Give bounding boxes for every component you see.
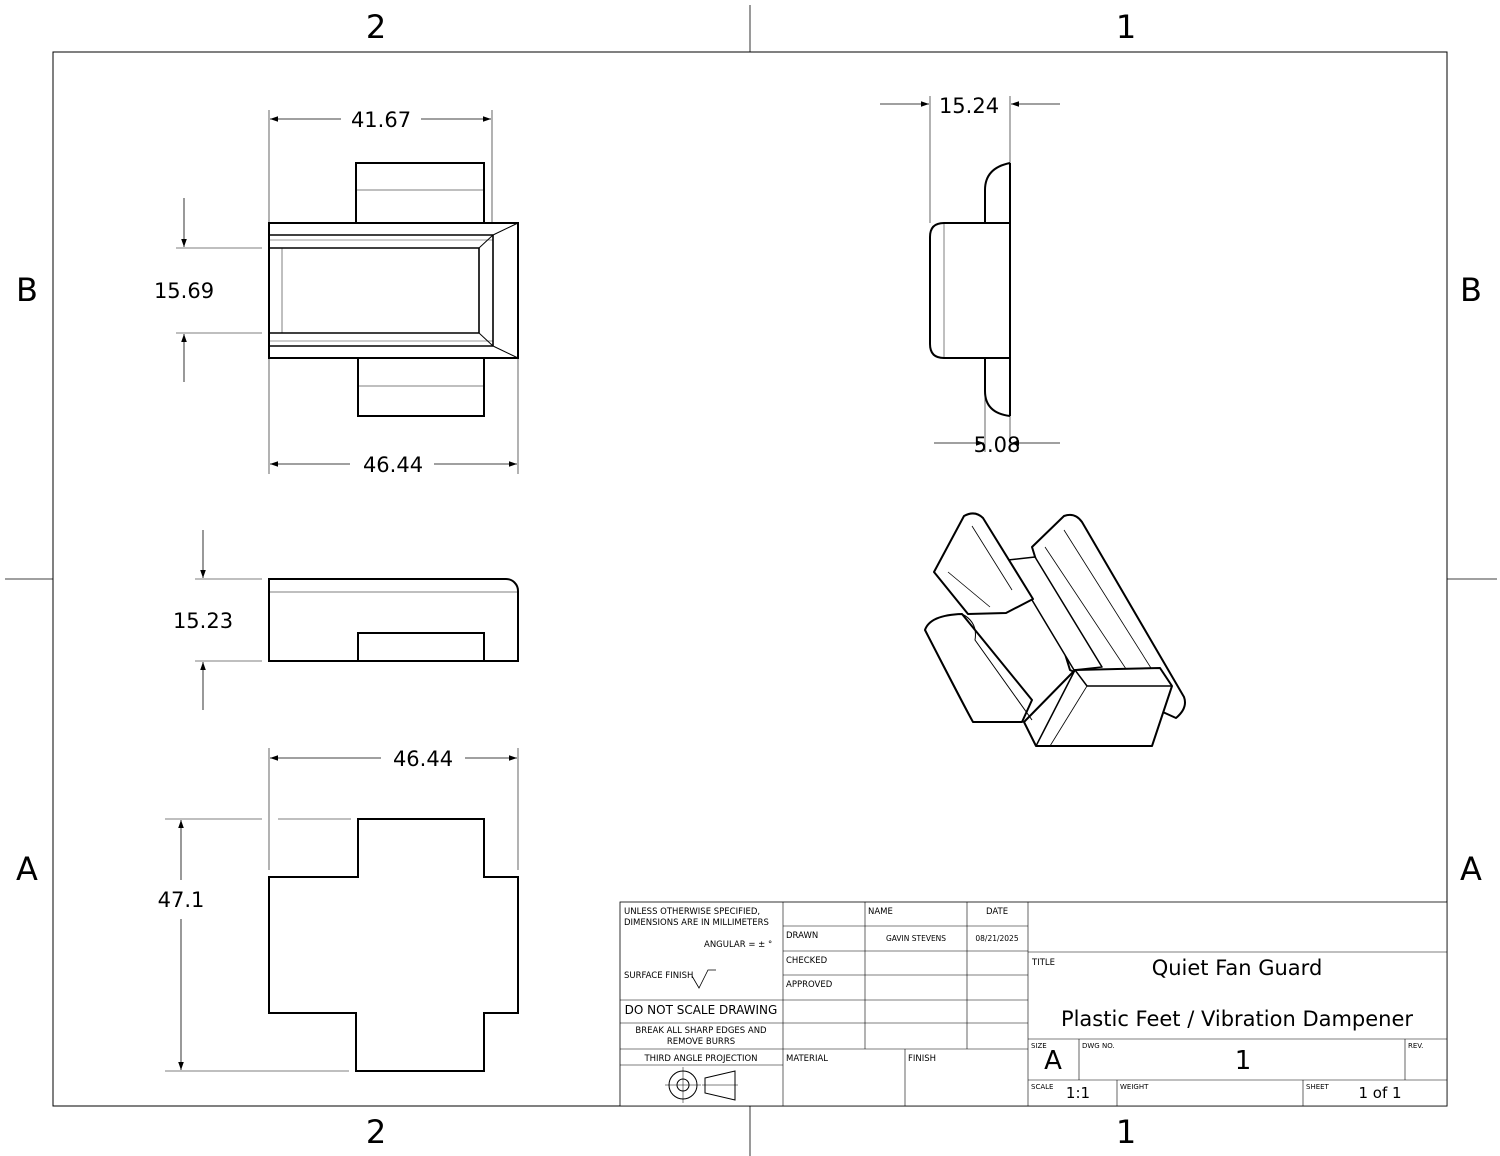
finish-label: FINISH [908, 1054, 936, 1064]
title-label: TITLE [1031, 958, 1055, 968]
note-projection: THIRD ANGLE PROJECTION [643, 1054, 757, 1064]
dim-15-69: 15.69 [154, 198, 262, 382]
header-date: DATE [986, 907, 1008, 917]
projection-symbol-icon [665, 1067, 738, 1103]
note-break-edges-2: REMOVE BURRS [667, 1037, 735, 1047]
header-name: NAME [868, 907, 893, 917]
title-block: UNLESS OTHERWISE SPECIFIED, DIMENSIONS A… [619, 901, 1448, 1107]
dim-label-5-08: 5.08 [974, 433, 1021, 457]
dim-label-15-24: 15.24 [939, 94, 999, 118]
front-view [268, 578, 519, 662]
material-label: MATERIAL [786, 1054, 828, 1064]
zone-label-top-1: 1 [1116, 8, 1136, 46]
drawn-name: GAVIN STEVENS [886, 934, 946, 943]
weight-label: WEIGHT [1120, 1083, 1149, 1091]
dim-label-15-69: 15.69 [154, 279, 214, 303]
note-angular: ANGULAR = ± ° [704, 940, 772, 950]
dim-label-47-1: 47.1 [158, 888, 205, 912]
dim-41-67: 41.67 [268, 108, 493, 223]
note-unless: UNLESS OTHERWISE SPECIFIED, [624, 907, 760, 917]
sheet-value: 1 of 1 [1358, 1084, 1401, 1102]
zone-dividers [5, 5, 1497, 1156]
title-line-1: Quiet Fan Guard [1152, 956, 1323, 980]
dim-label-41-67: 41.67 [351, 108, 411, 132]
sheet-label: SHEET [1306, 1083, 1330, 1091]
surface-finish-symbol [691, 969, 716, 989]
row-approved-label: APPROVED [786, 980, 833, 990]
dim-15-24: 15.24 [880, 94, 1060, 223]
dim-46-44-bottom: 46.44 [268, 747, 519, 870]
dim-label-46-44-top: 46.44 [363, 453, 423, 477]
dim-label-15-23: 15.23 [173, 609, 233, 633]
scale-value: 1:1 [1066, 1084, 1090, 1102]
drawn-date: 08/21/2025 [975, 934, 1018, 943]
zone-label-bottom-1: 1 [1116, 1113, 1136, 1151]
zone-label-left-b: B [16, 271, 38, 309]
zone-label-right-b: B [1460, 271, 1482, 309]
size-label: SIZE [1031, 1042, 1047, 1050]
scale-label: SCALE [1031, 1083, 1053, 1091]
dwg-no-label: DWG NO. [1082, 1042, 1115, 1050]
zone-label-right-a: A [1460, 850, 1482, 888]
zone-label-top-2: 2 [366, 8, 386, 46]
top-view [268, 162, 519, 417]
dim-label-46-44-bottom: 46.44 [393, 747, 453, 771]
row-drawn-label: DRAWN [786, 931, 818, 941]
dim-5-08: 5.08 [934, 391, 1060, 457]
note-break-edges-1: BREAK ALL SHARP EDGES AND [635, 1026, 767, 1036]
dim-46-44-top: 46.44 [268, 358, 519, 477]
size-value: A [1044, 1046, 1062, 1076]
dwg-no-value: 1 [1235, 1046, 1252, 1076]
note-dimensions: DIMENSIONS ARE IN MILLIMETERS [624, 918, 769, 928]
rev-label: REV. [1408, 1042, 1423, 1050]
side-view [929, 162, 1011, 417]
isometric-view [924, 512, 1186, 747]
note-do-not-scale: DO NOT SCALE DRAWING [625, 1003, 778, 1017]
dim-47-1: 47.1 [158, 818, 351, 1072]
title-line-2: Plastic Feet / Vibration Dampener [1061, 1007, 1413, 1031]
note-surface-finish: SURFACE FINISH [624, 971, 693, 981]
bottom-view [268, 818, 519, 1072]
zone-label-bottom-2: 2 [366, 1113, 386, 1151]
row-checked-label: CHECKED [786, 956, 828, 966]
zone-label-left-a: A [16, 850, 38, 888]
dim-15-23: 15.23 [173, 530, 262, 710]
